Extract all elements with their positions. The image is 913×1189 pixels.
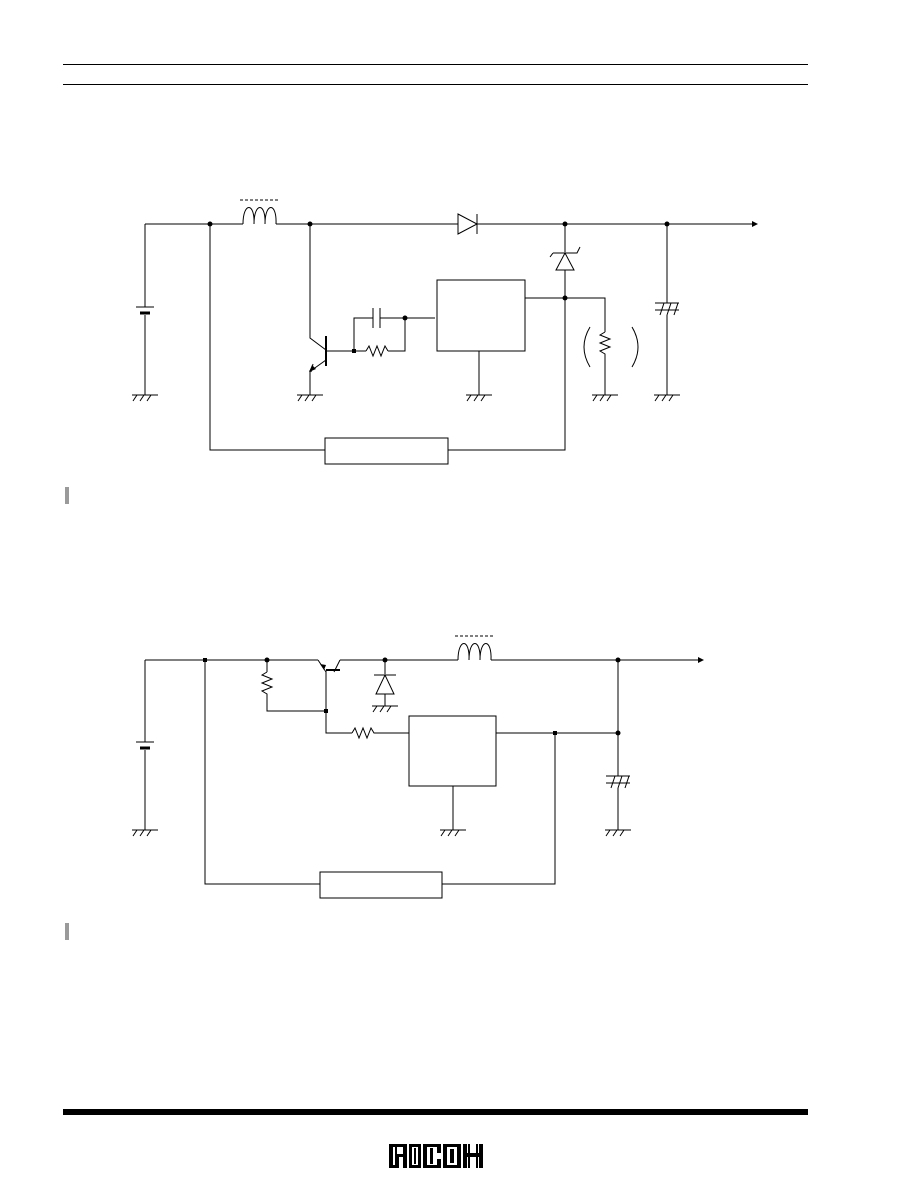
resistor-icon: [260, 671, 326, 712]
section-marker-icon: [65, 487, 69, 504]
ground-icon: [132, 829, 158, 837]
step-down-converter-circuit: [132, 635, 704, 899]
ground-icon: [654, 394, 680, 402]
resistor-icon: [365, 344, 389, 358]
output-arrow-icon: [698, 657, 704, 663]
ground-icon: [297, 394, 323, 402]
ic-block: [408, 715, 497, 787]
controller-block: [324, 437, 449, 465]
footer-rule: [63, 1109, 808, 1115]
inductor-icon: [240, 199, 280, 225]
junction-dots: [207, 221, 670, 353]
schottky-diode-icon: [374, 673, 396, 695]
open-paren: [583, 326, 591, 368]
pnp-transistor-icon: [317, 659, 341, 673]
feedback-resistor-icon: [598, 331, 612, 395]
header-rule-top: [63, 64, 808, 65]
ground-icon: [605, 829, 631, 837]
battery-icon: [136, 741, 154, 750]
boost-converter-circuit: [132, 199, 758, 465]
ground-icon: [372, 705, 398, 713]
battery-icon: [136, 306, 154, 315]
ground-icon: [132, 394, 158, 402]
ground-icon: [440, 829, 466, 837]
zener-diode-icon: [549, 246, 581, 271]
ricoh-logo: [389, 1144, 483, 1168]
section-marker-icon: [65, 923, 69, 940]
output-arrow-icon: [752, 221, 758, 227]
controller-block: [319, 871, 443, 899]
transistor-collector-wire: [309, 224, 327, 351]
close-paren: [631, 326, 639, 368]
header-rule-bottom: [63, 84, 808, 85]
resistor-icon: [351, 726, 409, 740]
inductor-icon: [455, 635, 494, 661]
output-capacitor-icon: [655, 302, 679, 316]
junction-dots: [203, 657, 621, 736]
output-capacitor-icon: [606, 775, 630, 789]
diode-icon: [457, 213, 479, 235]
ground-icon: [466, 394, 492, 402]
ground-icon: [592, 394, 618, 402]
ic-block: [436, 279, 526, 352]
